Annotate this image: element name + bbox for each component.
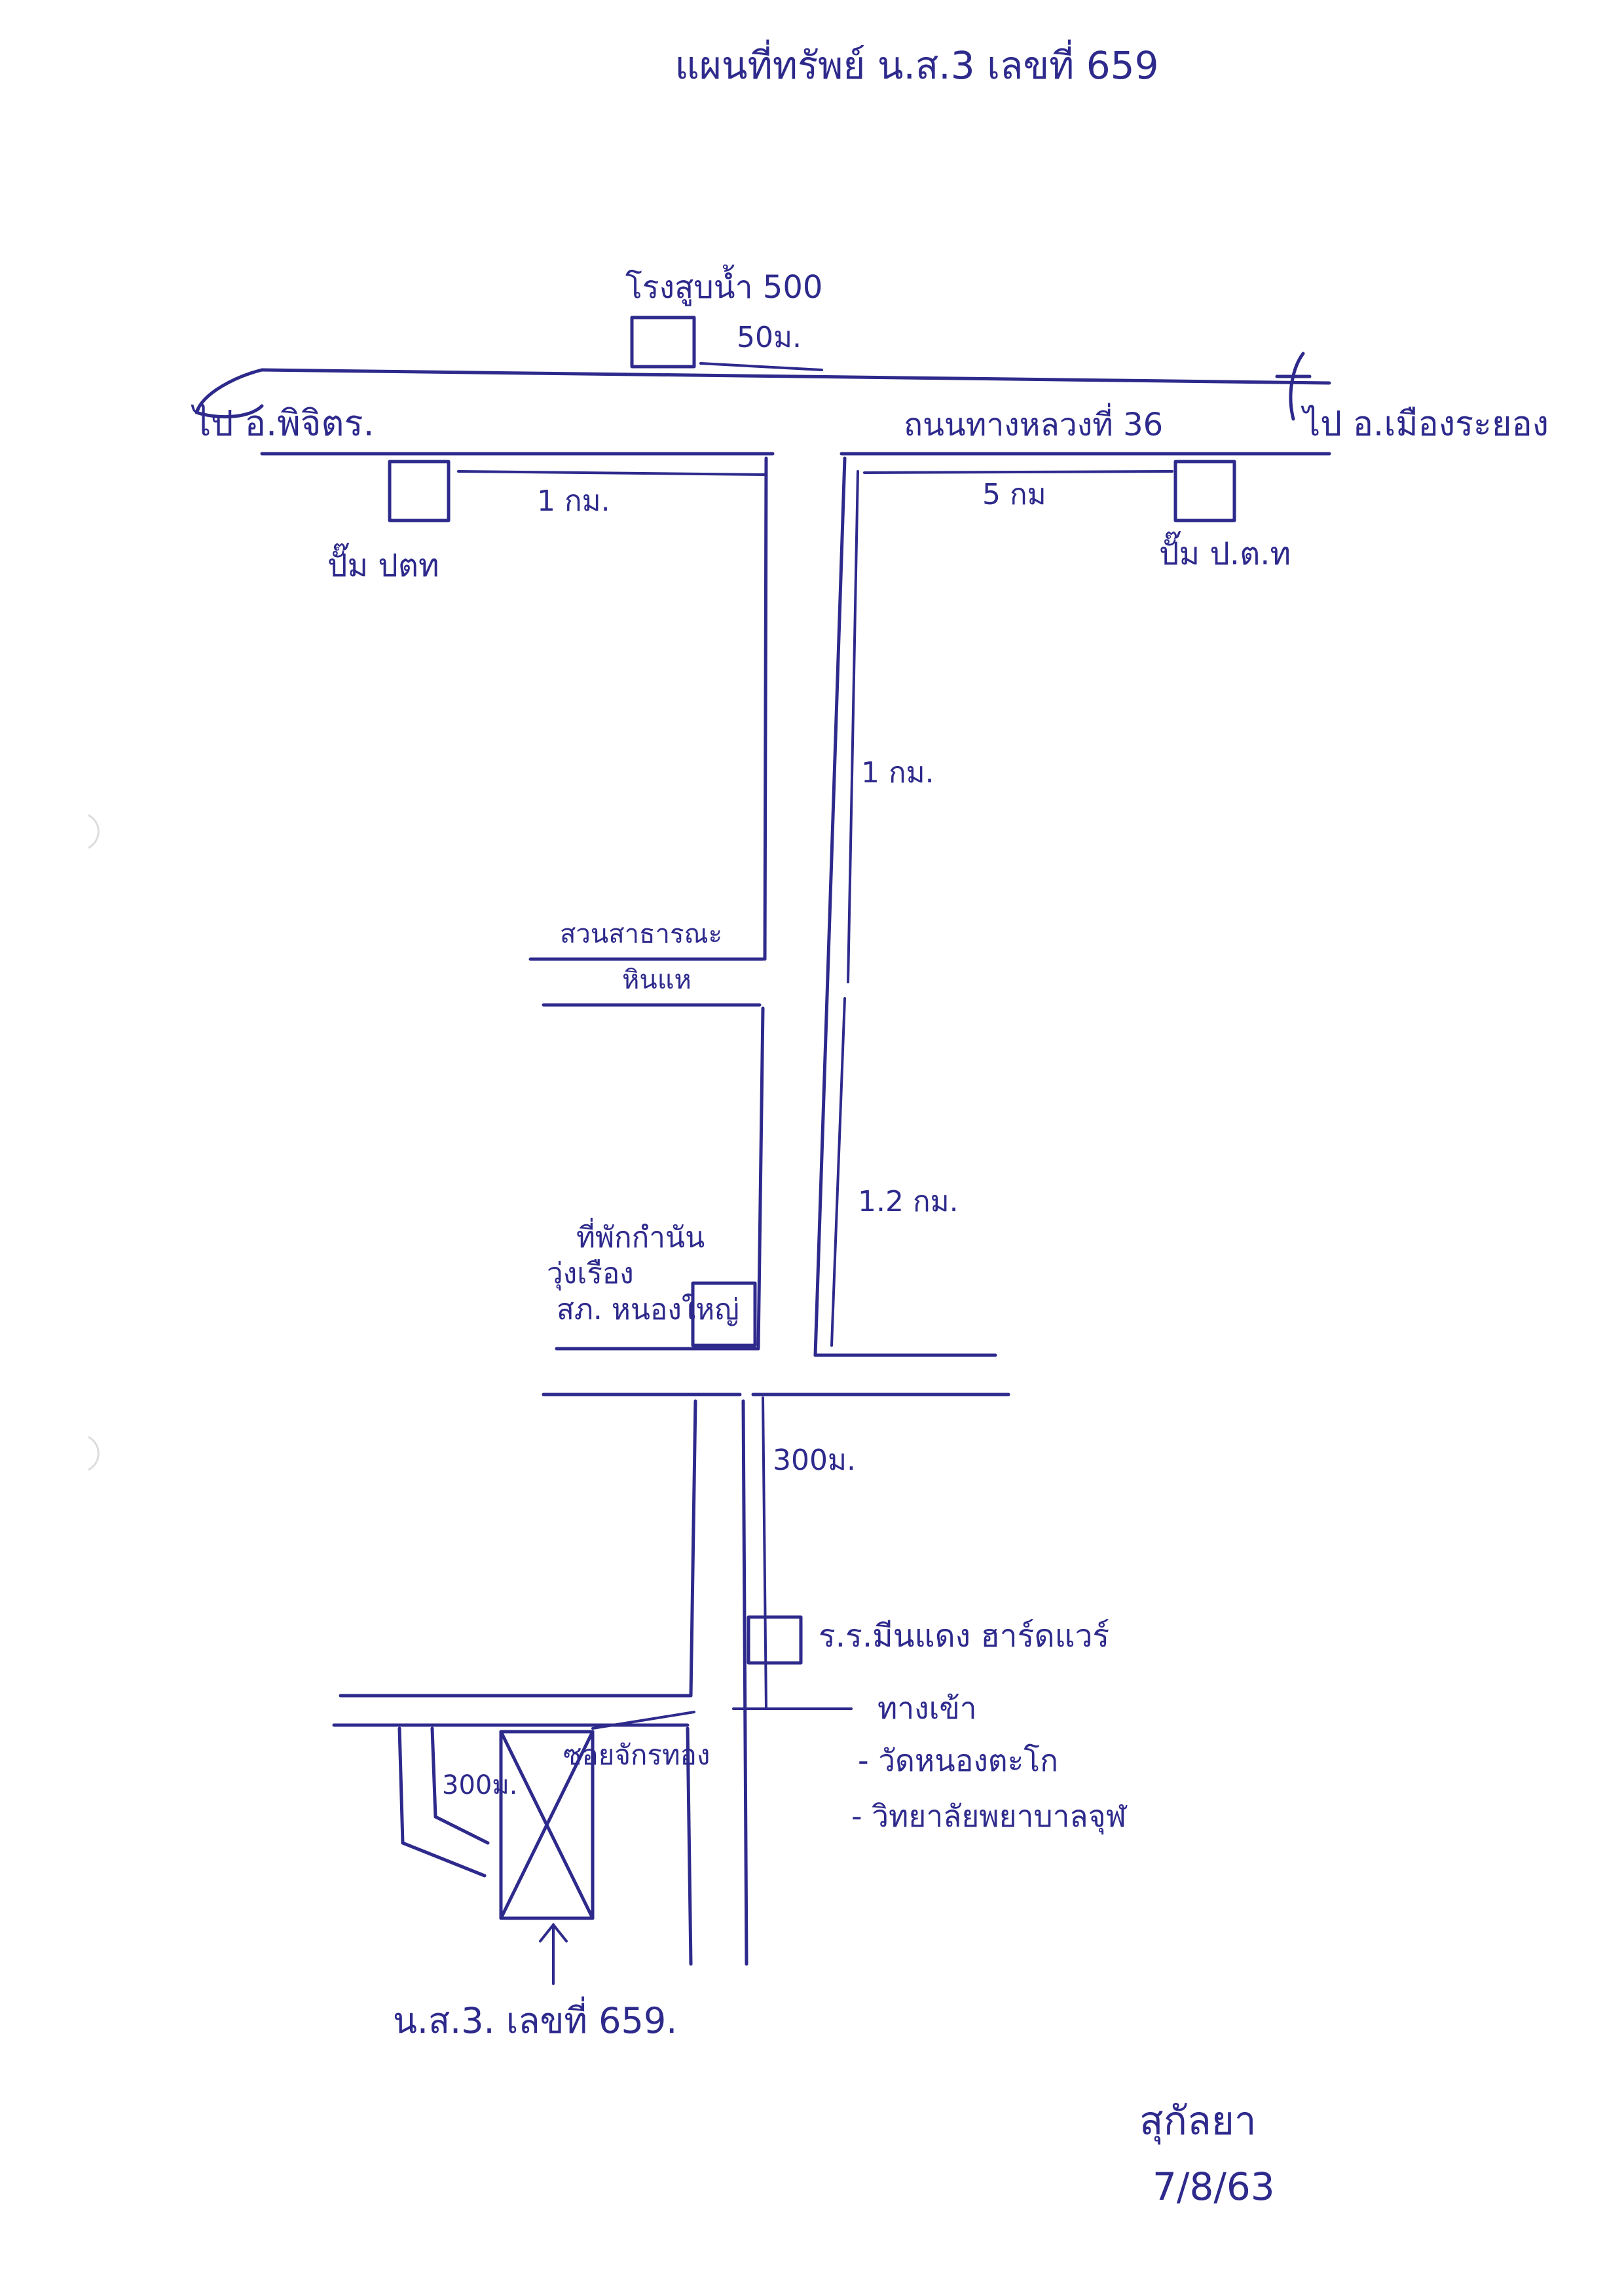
pump-right-distance-label: 5 กม — [982, 478, 1046, 511]
distance-label-1: 1 กม. — [861, 756, 934, 790]
side-distance-arrow — [762, 1396, 767, 1710]
station-marker — [691, 1281, 757, 1347]
station-label-line2: วุ่งเรือง — [547, 1257, 634, 1291]
tower-label: โรงสูบน้ำ 500 — [625, 264, 822, 306]
pump-right-marker — [1173, 460, 1236, 522]
main-road-label: ถนนทางหลวงที่ 36 — [904, 403, 1163, 443]
right-direction-label: ไป อ.เมืองระยอง — [1301, 405, 1549, 444]
vertical-road-upper — [763, 456, 847, 1357]
map-title: แผนที่ทรัพย์ น.ส.3 เลขที่ 659 — [675, 39, 1159, 88]
shop-label: ร.ร.มีนแดง ฮาร์ดแวร์ — [819, 1618, 1109, 1654]
lane-road — [332, 1694, 693, 1966]
entrance-item-2: - วิทยาลัยพยาบาลจุฬ — [851, 1798, 1128, 1835]
distance-arrow-1 — [847, 470, 859, 983]
entrance-label: ทางเข้า — [877, 1690, 977, 1726]
lane-arrow — [591, 1711, 695, 1730]
pump-left-distance-arrow — [457, 470, 767, 476]
vertical-road-left-lower — [756, 1006, 765, 1351]
station-label-line3: สภ. หนองใหญ่ — [557, 1293, 739, 1326]
pump-right-label: ปั๊ม ป.ต.ท — [1159, 531, 1291, 572]
tower-distance-label: 50ม. — [737, 321, 802, 354]
vertical-road-lower — [689, 1399, 748, 1966]
pump-right-distance-arrow — [863, 470, 1173, 474]
main-road — [260, 368, 1331, 456]
pump-left-distance-label: 1 กม. — [537, 484, 610, 518]
left-direction-label: ไป อ.พิจิตร. — [191, 403, 375, 444]
property-parcel — [499, 1730, 595, 1920]
punch-hole-mark — [88, 814, 100, 849]
park-label-line2: หินแห — [622, 965, 692, 995]
tower-marker — [630, 316, 696, 369]
station-label-line1: ที่พักกำนัน — [576, 1217, 705, 1254]
pump-left-marker — [388, 460, 451, 522]
left-arrow-mark — [194, 368, 264, 418]
punch-hole-mark — [88, 1436, 100, 1471]
distance-arrow-2 — [830, 997, 846, 1347]
right-arrow-mark — [1275, 352, 1312, 421]
entrance-item-1: - วัดหนองตะโก — [858, 1743, 1058, 1778]
parcel-label: น.ส.3. เลขที่ 659. — [393, 1996, 677, 2041]
pump-left-label: ปั๊ม ปตท — [327, 543, 439, 584]
parcel-arrow-head — [539, 1922, 568, 1942]
lane-distance-label: 300ม. — [442, 1770, 517, 1800]
tower-distance-arrow — [699, 362, 823, 371]
signature: สุกัลยา — [1139, 2098, 1257, 2145]
side-distance-label: 300ม. — [773, 1444, 856, 1477]
shop-marker — [747, 1615, 803, 1665]
park-label-line1: สวนสาธารณะ — [560, 919, 722, 949]
signature-date: 7/8/63 — [1153, 2164, 1275, 2209]
distance-label-2: 1.2 กม. — [858, 1185, 959, 1218]
cross-road — [542, 1347, 1010, 1396]
